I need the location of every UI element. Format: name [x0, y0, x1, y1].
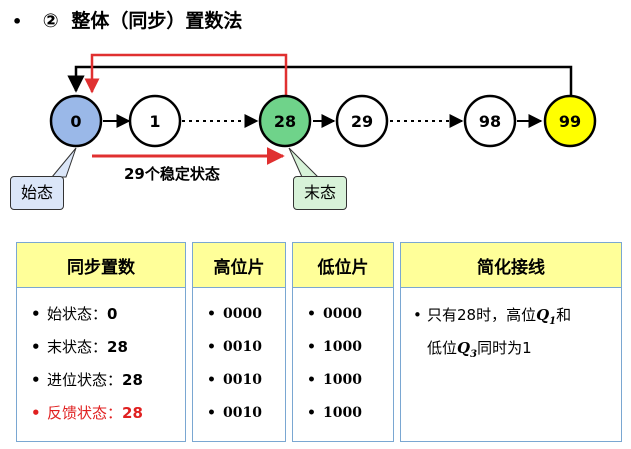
row-bullet: • [307, 405, 316, 421]
row-bullet: • [207, 372, 216, 388]
wiring-note: • 只有28时，高位Q1和 低位Q3同时为1 [401, 288, 621, 368]
row-bullet: • [31, 371, 41, 389]
state-node-28 [258, 94, 312, 148]
sync-preset-panel: 同步置数 •始状态：0•末状态：28•进位状态：28•反馈状态：28 [16, 242, 186, 442]
low-chip-header: 低位片 [293, 243, 393, 288]
state-node-29 [335, 94, 389, 148]
high-chip-list: • 0000 • 0010 • 0010 • 0010 [193, 288, 285, 430]
row-label: 反馈状态： [47, 404, 123, 422]
high-chip-panel: 高位片 • 0000 • 0010 • 0010 • 0010 [192, 242, 286, 442]
row-value: 0010 [223, 339, 262, 355]
state-node-1 [128, 94, 182, 148]
row-bullet: • [207, 306, 216, 322]
row-value: 1000 [323, 405, 362, 421]
state-diagram: 0 1 28 29 98 99 [49, 53, 597, 178]
q1-symbol: Q1 [536, 306, 557, 327]
simplified-wiring-panel: 简化接线 • 只有28时，高位Q1和 低位Q3同时为1 [400, 242, 622, 442]
row-value: 0000 [223, 306, 262, 322]
row-value: 1000 [323, 372, 362, 388]
row-bullet: • [307, 339, 316, 355]
heading-title: 整体（同步）置数法 [71, 10, 243, 32]
low-chip-panel: 低位片 • 0000 • 1000 • 1000 • 1000 [292, 242, 394, 442]
state-node-label-0: 0 [70, 112, 81, 131]
state-node-label-1: 1 [149, 112, 160, 131]
row-value: 28 [122, 371, 143, 389]
high-chip-row: • 0010 [207, 331, 285, 364]
state-node-99 [543, 94, 597, 148]
end-state-callout: 末态 [293, 176, 348, 210]
high-chip-row: • 0010 [207, 397, 285, 430]
state-node-98 [463, 94, 517, 148]
sync-preset-row: • 始状态：0 [31, 298, 185, 331]
high-chip-header: 高位片 [193, 243, 285, 288]
high-chip-row: • 0010 [207, 364, 285, 397]
row-value: 0 [107, 305, 118, 323]
low-chip-list: • 0000 • 1000 • 1000 • 1000 [293, 288, 393, 430]
wiring-note-bullet: • [413, 306, 422, 324]
state-node-label-28: 28 [274, 112, 296, 131]
row-bullet: • [31, 305, 41, 323]
state-node-label-98: 98 [479, 112, 501, 131]
page-heading: • ② 整体（同步）置数法 [12, 6, 242, 33]
feedback-loop-arrow [84, 53, 288, 96]
sync-preset-row: • 进位状态：28 [31, 364, 185, 397]
stable-states-caption: 29个稳定状态 [124, 165, 220, 183]
heading-number: ② [42, 10, 59, 32]
row-value: 28 [122, 404, 143, 422]
row-label: 始状态： [47, 305, 108, 323]
settings-table: 同步置数 •始状态：0•末状态：28•进位状态：28•反馈状态：28 高位片 •… [16, 242, 622, 442]
row-bullet: • [307, 372, 316, 388]
low-chip-row: • 1000 [307, 397, 393, 430]
low-chip-row: • 1000 [307, 331, 393, 364]
row-value: 28 [107, 338, 128, 356]
high-chip-row: • 0000 [207, 298, 285, 331]
state-node-label-99: 99 [559, 112, 581, 131]
q3-symbol: Q3 [457, 339, 478, 360]
row-value: 0010 [223, 372, 262, 388]
row-value: 1000 [323, 339, 362, 355]
row-bullet: • [207, 339, 216, 355]
simplified-wiring-header: 简化接线 [401, 243, 621, 288]
wiring-note-a: 只有28时，高位 [427, 306, 537, 324]
state-node-label-29: 29 [351, 112, 373, 131]
row-bullet: • [31, 338, 41, 356]
row-bullet: • [307, 306, 316, 322]
wiring-note-d: 同时为1 [477, 339, 532, 357]
row-bullet: • [31, 404, 41, 422]
low-chip-row: • 1000 [307, 364, 393, 397]
sync-preset-header: 同步置数 [17, 243, 185, 288]
sync-preset-row: • 反馈状态：28 [31, 397, 185, 430]
low-chip-row: • 0000 [307, 298, 393, 331]
row-bullet: • [207, 405, 216, 421]
start-callout-pointer [50, 147, 77, 178]
sync-preset-row: • 末状态：28 [31, 331, 185, 364]
start-state-callout: 始态 [10, 176, 65, 210]
return-loop-arrow [67, 65, 573, 96]
end-callout-pointer [288, 147, 320, 178]
row-value: 0000 [323, 306, 362, 322]
row-value: 0010 [223, 405, 262, 421]
wiring-note-b: 和 [556, 306, 572, 324]
state-node-0 [49, 94, 103, 148]
wiring-note-c: 低位 [427, 339, 458, 357]
row-label: 进位状态： [47, 371, 123, 389]
heading-bullet: • [12, 12, 23, 31]
row-label: 末状态： [47, 338, 108, 356]
sync-preset-list: •始状态：0•末状态：28•进位状态：28•反馈状态：28 [17, 288, 185, 430]
